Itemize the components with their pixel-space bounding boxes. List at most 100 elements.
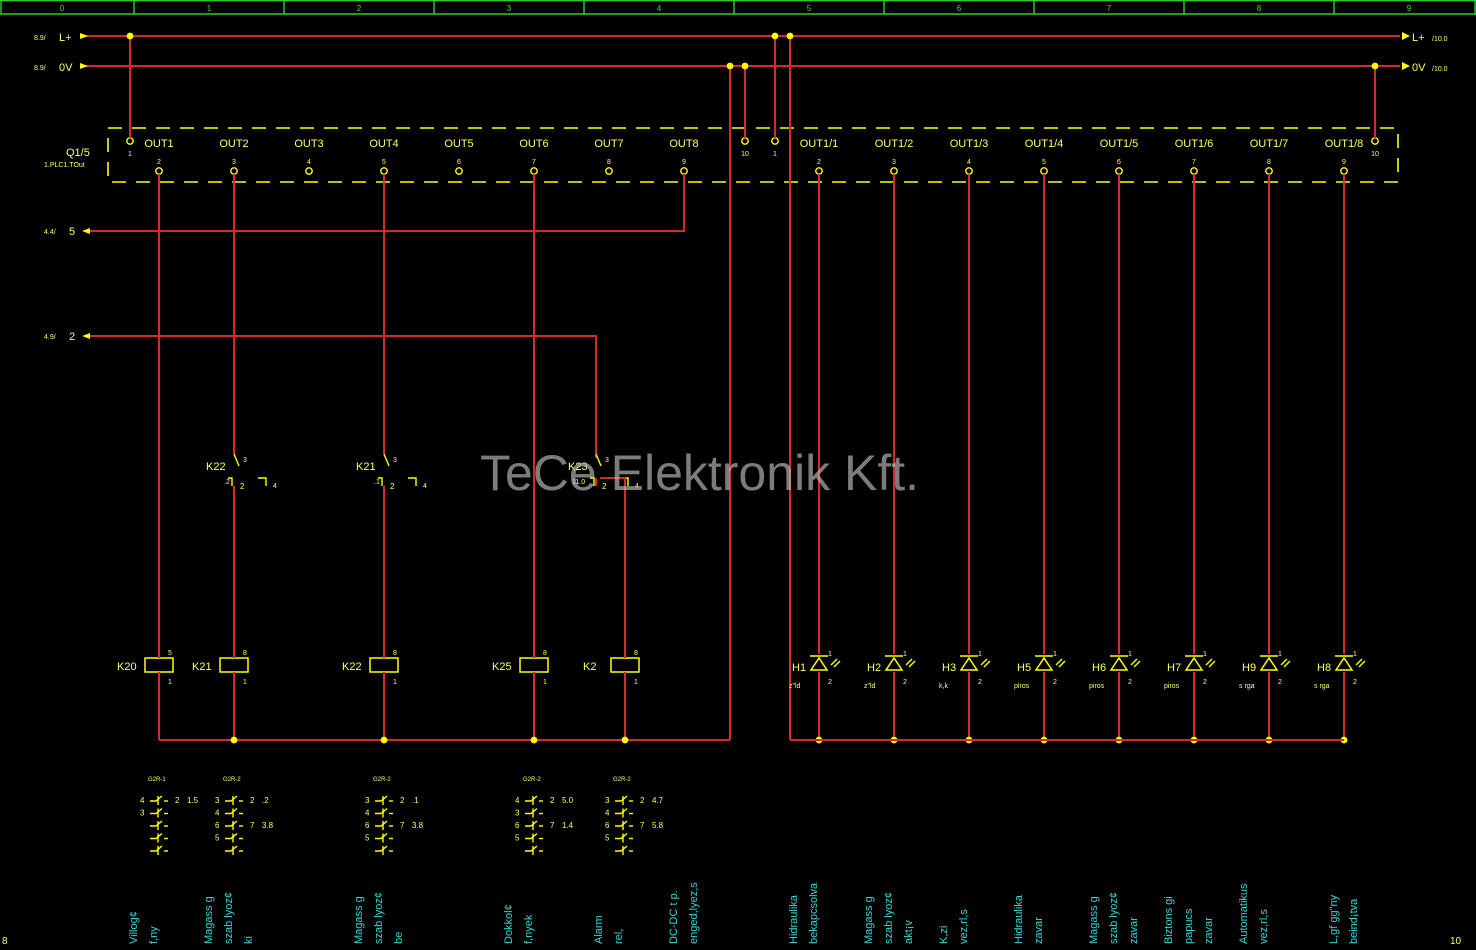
arrow-out-icon: [82, 228, 90, 234]
relay-ref: 1.4: [562, 821, 574, 830]
module-terminal: OUT1/89: [1325, 138, 1363, 175]
led-color: z"ld: [789, 683, 801, 690]
cross-references: 4.4/54.9/2: [44, 174, 685, 458]
led-diode-icon: [1109, 656, 1129, 671]
wire: [90, 174, 685, 232]
description-line: papucs: [1183, 908, 1195, 944]
switch-blade: [233, 453, 240, 467]
output-label: OUT1/6: [1175, 138, 1214, 150]
relay-pin: 2: [550, 796, 555, 805]
module-terminal: OUT1/78: [1250, 138, 1289, 175]
output-label: OUT6: [519, 138, 548, 150]
description: Villog¢f,ny: [128, 911, 160, 944]
coil-pin: 1: [243, 679, 247, 686]
led-tag: H5: [1017, 662, 1031, 674]
relay-pin: 2: [175, 796, 180, 805]
led-diode-icon: [1034, 656, 1054, 671]
led-pin: 2: [1278, 679, 1282, 686]
description-line: Magass g: [863, 896, 875, 944]
led-pin: 2: [1203, 679, 1207, 686]
terminal-pin: 7: [532, 159, 536, 166]
description-line: beind¡tva: [1348, 898, 1360, 944]
contact-stroke: [150, 795, 163, 802]
relay-pin: 6: [605, 821, 610, 830]
relay-pin: 7: [400, 821, 405, 830]
relay-type: G2R-2: [373, 777, 391, 783]
module-terminal: OUT6 7: [519, 138, 549, 175]
description-line: szab lyoz¢: [883, 892, 895, 944]
contact-stroke: [150, 832, 163, 840]
relay-pin: 7: [250, 821, 255, 830]
module-terminal: 10: [1371, 137, 1379, 158]
led-ray-icon: [1058, 660, 1066, 668]
led-ray-icon: [1130, 658, 1138, 666]
description-line: L,gf gg"ny: [1328, 894, 1340, 944]
led-diode-icon: [1184, 656, 1204, 671]
output-label: OUT1/4: [1025, 138, 1064, 150]
contact-stroke: [375, 807, 388, 815]
arrow-in-icon: [80, 33, 88, 39]
relay-ref: 5.0: [562, 796, 574, 805]
output-label: OUT3: [294, 138, 323, 150]
column-number: 4: [657, 4, 662, 13]
rail-ref-left: 8.9/: [34, 35, 46, 42]
contact-tag: K23: [568, 461, 588, 473]
terminal-circle: [1040, 167, 1048, 175]
description-line: f,nyek: [523, 914, 535, 944]
watermark-text: TeCe Elektronik Kft.: [480, 445, 919, 501]
led-ray-icon: [1358, 660, 1366, 668]
contact-pin: 4: [635, 483, 639, 490]
module-tag: Q1/5: [66, 147, 90, 159]
column-number: 8: [1257, 4, 1262, 13]
description-line: Alarm: [593, 915, 605, 944]
relay-pin: 2: [640, 796, 645, 805]
relay-pin: 7: [550, 821, 555, 830]
contact-stroke: [615, 820, 628, 827]
terminal-circle: [890, 167, 898, 175]
output-label: OUT1/7: [1250, 138, 1289, 150]
switch-blade: [595, 453, 602, 467]
column-number: 3: [507, 4, 512, 13]
led-diode-icon: [1334, 656, 1354, 671]
module-terminal: 1: [771, 137, 779, 158]
module-terminal: OUT1/12: [800, 138, 838, 175]
led-pin: 2: [978, 679, 982, 686]
junction-dot: [126, 32, 134, 40]
switch-nc-mark: [378, 477, 383, 486]
output-label: OUT1/5: [1100, 138, 1139, 150]
description-line: zavar: [1033, 917, 1045, 944]
crossref-label: 2: [69, 331, 75, 343]
relay-pin: 3: [365, 796, 370, 805]
led-ray-icon: [830, 658, 838, 666]
contact-stroke: [615, 795, 628, 802]
led-diode-icon: [809, 656, 829, 671]
relay-type: G2R-2: [613, 777, 631, 783]
switch-blade: [383, 453, 390, 467]
terminal-circle: [1115, 167, 1123, 175]
led-tag: H9: [1242, 662, 1256, 674]
contact-stroke: [150, 807, 163, 815]
description-line: zavar: [1128, 917, 1140, 944]
led-ray-icon: [983, 660, 991, 668]
contact-pin: 3: [243, 457, 247, 464]
output-label: OUT1/3: [950, 138, 989, 150]
contact-tag: K22: [206, 461, 226, 473]
description-line: szab lyoz¢: [373, 892, 385, 944]
terminal-circle: [155, 167, 163, 175]
terminal-pin: 2: [817, 159, 821, 166]
led-pin: 1: [903, 651, 907, 658]
arrow-out-icon: [1402, 62, 1410, 70]
coil-tag: K20: [117, 661, 137, 673]
contact-stroke: [615, 807, 628, 815]
